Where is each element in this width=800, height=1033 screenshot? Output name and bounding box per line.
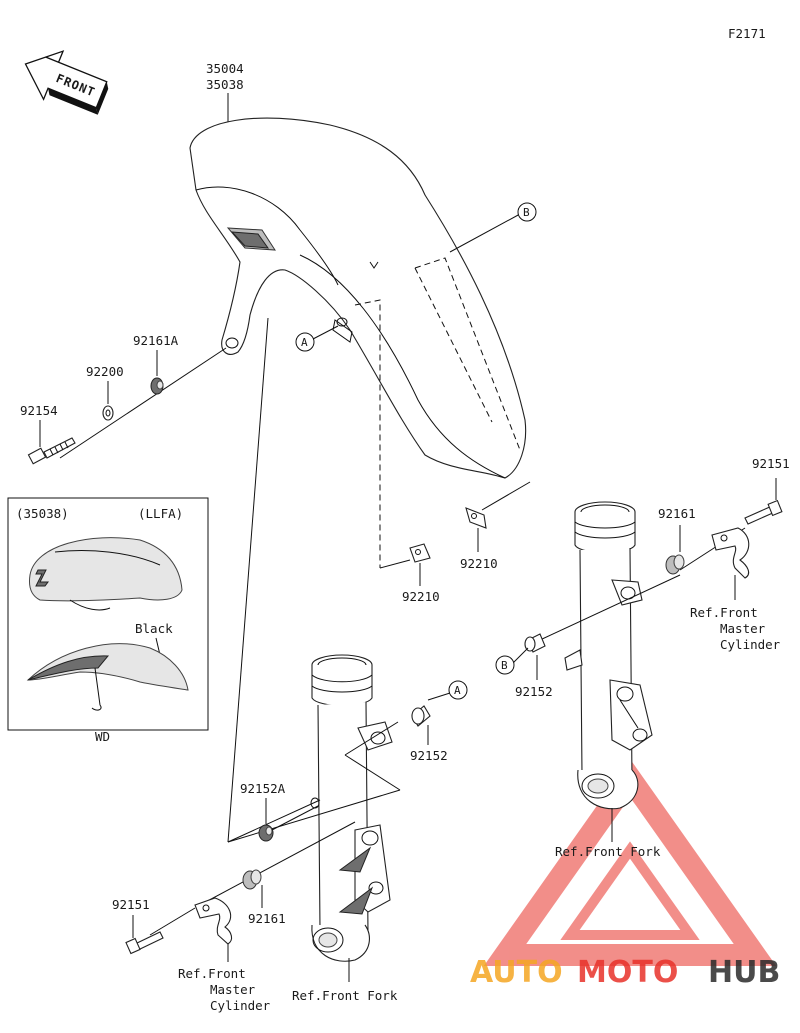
collar-92152-left <box>411 705 431 727</box>
front-fork-left <box>310 654 393 962</box>
ref-master-cyl-left-1: Ref.Front <box>178 966 246 981</box>
label-92200: 92200 <box>86 364 124 379</box>
label-92161-right: 92161 <box>658 506 696 521</box>
label-92152-left: 92152 <box>410 748 448 763</box>
bolt-92151-right <box>744 499 783 525</box>
label-92152A: 92152A <box>240 781 286 796</box>
watermark-hub: HUB <box>708 955 780 990</box>
callout-b-bottom: B <box>495 655 515 675</box>
front-fork-right <box>564 501 653 810</box>
inset-model-label: (LLFA) <box>138 506 183 521</box>
ref-master-cyl-right-3: Cylinder <box>720 637 781 652</box>
inset-variant-box: (35038) (LLFA) Black WD <box>7 497 209 744</box>
ref-master-cyl-left-3: Cylinder <box>210 998 271 1013</box>
label-92161-left: 92161 <box>248 911 286 926</box>
ref-master-cyl-right-1: Ref.Front <box>690 605 758 620</box>
inset-part-label: (35038) <box>16 506 69 521</box>
callout-b-top: B <box>517 202 537 222</box>
label-92152-right: 92152 <box>515 684 553 699</box>
bolt-92154 <box>27 437 76 465</box>
bolt-92151-left <box>125 931 164 955</box>
grommet-92161-left <box>242 869 262 890</box>
grommet-92161-right <box>665 554 685 575</box>
inset-black-label: Black <box>135 621 173 636</box>
callout-a-top: A <box>295 332 315 352</box>
svg-text:A: A <box>454 684 461 697</box>
label-92151-left: 92151 <box>112 897 150 912</box>
fender-part-number-2: 35038 <box>206 77 244 92</box>
watermark-moto: MOTO <box>577 955 678 990</box>
callout-a-bottom: A <box>448 680 468 700</box>
watermark-text: AUTO MOTO HUB <box>470 955 780 990</box>
washer-92200 <box>102 405 114 421</box>
watermark-logo <box>483 758 777 966</box>
clamp-right <box>711 527 750 579</box>
fender-part-number-1: 35004 <box>206 61 244 76</box>
collar-92152-right <box>524 633 546 653</box>
ref-master-cyl-right-2: Master <box>720 621 766 636</box>
watermark-auto: AUTO <box>470 955 563 990</box>
label-92210-center: 92210 <box>402 589 440 604</box>
front-arrow-icon: FRONT <box>24 50 109 115</box>
label-92161A: 92161A <box>133 333 179 348</box>
svg-text:B: B <box>523 206 530 219</box>
label-92151-right: 92151 <box>752 456 790 471</box>
clip-nut-92210-center <box>409 543 431 563</box>
clamp-left <box>194 897 233 945</box>
svg-text:A: A <box>301 336 308 349</box>
inset-caption: WD <box>95 729 110 744</box>
figure-code: F2171 <box>728 26 766 41</box>
clip-nut-92210-right <box>465 507 487 529</box>
ref-fork-right: Ref.Front Fork <box>555 844 661 859</box>
label-92210-right: 92210 <box>460 556 498 571</box>
ref-master-cyl-left-2: Master <box>210 982 256 997</box>
front-fender <box>189 117 527 568</box>
grommet-92152A <box>258 824 274 842</box>
svg-text:B: B <box>501 659 508 672</box>
ref-fork-left: Ref.Front Fork <box>292 988 398 1003</box>
label-92154: 92154 <box>20 403 58 418</box>
grommet-92161A <box>150 377 164 395</box>
